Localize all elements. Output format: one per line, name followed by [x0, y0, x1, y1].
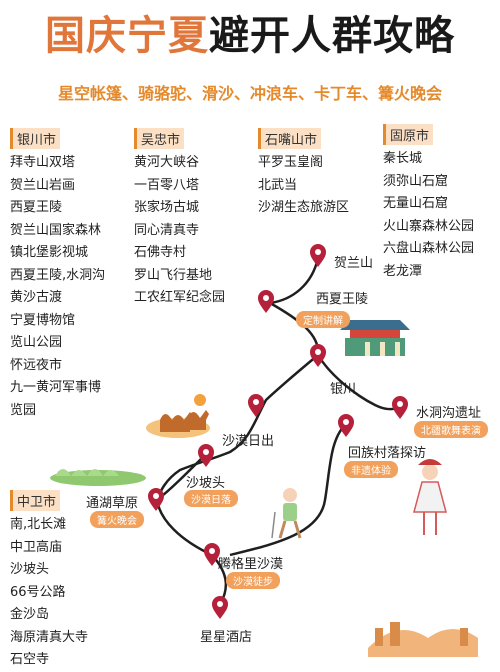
list-item: 工农红军纪念园 [134, 290, 226, 305]
list-item: 怀远夜市 [10, 357, 63, 373]
region-label: 吴忠市 [134, 128, 185, 149]
title-part-1: 国庆宁夏 [45, 13, 209, 59]
map-pin-icon [204, 543, 220, 566]
list-item: 火山寨森林公园 [383, 218, 475, 234]
palace-illustration [340, 320, 410, 356]
list-item: 黄沙古渡 [10, 290, 63, 305]
map-pin-icon [148, 488, 164, 511]
list-item: 张家场古城 [134, 200, 200, 215]
activity-tag: 北疆歌舞表演 [414, 421, 488, 438]
list-item: 中卫高庙 [10, 539, 63, 555]
map-pin-icon [338, 414, 354, 437]
list-item: 无量山石窟 [383, 196, 449, 211]
list-item: 贺兰山国家森林 [10, 222, 102, 238]
list-item: 南,北长滩 [10, 517, 67, 532]
grass-illustration [50, 469, 146, 486]
column-yinchuan: 银川市 拜寺山双塔 贺兰山岩画 西夏王陵 贺兰山国家森林 镇北堡影视城 西夏王陵… [10, 128, 105, 422]
list-item: 北武当 [258, 177, 298, 193]
list-item: 沙坡头 [10, 562, 50, 577]
place-label: 通湖草原 [86, 496, 139, 511]
list-item: 罗山飞行基地 [134, 267, 213, 283]
place-label: 沙坡头 [186, 476, 226, 491]
activity-tag: 沙漠徒步 [226, 572, 280, 589]
column-zhongwei: 中卫市 南,北长滩 中卫高庙 沙坡头 66号公路 金沙岛 海原清真大寺 石空寺 [10, 490, 88, 672]
region-label: 固原市 [383, 124, 434, 145]
list-item: 海原清真大寺 [10, 629, 89, 645]
list-item: 同心清真寺 [134, 222, 200, 238]
desert-town-illustration [368, 622, 478, 657]
map-pin-icon [258, 290, 274, 313]
subtitle: 星空帐篷、骑骆驼、滑沙、冲浪车、卡丁车、篝火晚会 [57, 84, 442, 103]
list-item: 沙湖生态旅游区 [258, 200, 350, 215]
list-item: 拜寺山双塔 [10, 155, 76, 170]
list-item: 宁夏博物馆 [10, 312, 76, 328]
list-item: 九一黄河军事博 [10, 380, 102, 395]
region-label: 石嘴山市 [258, 128, 322, 149]
list-item: 镇北堡影视城 [10, 245, 89, 260]
list-item: 66号公路 [10, 584, 66, 600]
list-item: 秦长城 [383, 151, 423, 166]
place-label: 腾格里沙漠 [218, 557, 284, 572]
list-item: 金沙岛 [10, 607, 50, 622]
list-item: 石空寺 [10, 652, 50, 667]
activity-tag: 非遗体验 [344, 461, 398, 478]
map-pin-icon [212, 596, 228, 619]
dancer-illustration [413, 459, 447, 535]
list-item: 西夏王陵,水洞沟 [10, 267, 106, 283]
place-label: 银川 [330, 382, 357, 397]
place-label: 贺兰山 [334, 256, 374, 271]
list-item: 须弥山石窟 [383, 173, 449, 189]
map-pin-icon [248, 394, 264, 417]
map-pin-icon [198, 444, 214, 467]
activity-tag: 定制讲解 [296, 311, 350, 328]
region-label: 银川市 [10, 128, 61, 149]
place-label: 水洞沟遗址 [416, 406, 482, 421]
list-item: 黄河大峡谷 [134, 155, 200, 170]
region-label: 中卫市 [10, 490, 61, 511]
activity-tag: 篝火晚会 [90, 511, 144, 528]
list-item: 贺兰山岩画 [10, 177, 76, 193]
column-wuzhong: 吴忠市 黄河大峡谷 一百零八塔 张家场古城 同心清真寺 石佛寺村 罗山飞行基地 … [134, 128, 225, 310]
column-shizuishan: 石嘴山市 平罗玉皇阁 北武当 沙湖生态旅游区 [258, 128, 349, 220]
list-item: 西夏王陵 [10, 200, 63, 215]
activity-tag: 沙漠日落 [184, 490, 238, 507]
hiker-illustration [271, 488, 302, 539]
map-pin-icon [392, 396, 408, 419]
camel-illustration [146, 394, 210, 438]
map-pin-icon [310, 344, 326, 367]
list-item: 览园 [10, 402, 37, 418]
place-label: 西夏王陵 [316, 292, 369, 307]
place-label: 沙漠日出 [222, 434, 275, 449]
map-pin-icon [310, 244, 326, 267]
column-guyuan: 固原市 秦长城 须弥山石窟 无量山石窟 火山寨森林公园 六盘山森林公园 老龙潭 [383, 124, 474, 283]
place-label: 星星酒店 [200, 630, 253, 645]
page-title: 国庆宁夏避开人群攻略 [0, 10, 500, 62]
list-item: 六盘山森林公园 [383, 241, 475, 256]
place-label: 回族村落探访 [348, 446, 427, 461]
list-item: 老龙潭 [383, 263, 423, 279]
list-item: 石佛寺村 [134, 245, 187, 260]
list-item: 一百零八塔 [134, 177, 200, 193]
title-part-2: 避开人群攻略 [209, 13, 455, 59]
list-item: 览山公园 [10, 335, 63, 350]
list-item: 平罗玉皇阁 [258, 155, 324, 170]
